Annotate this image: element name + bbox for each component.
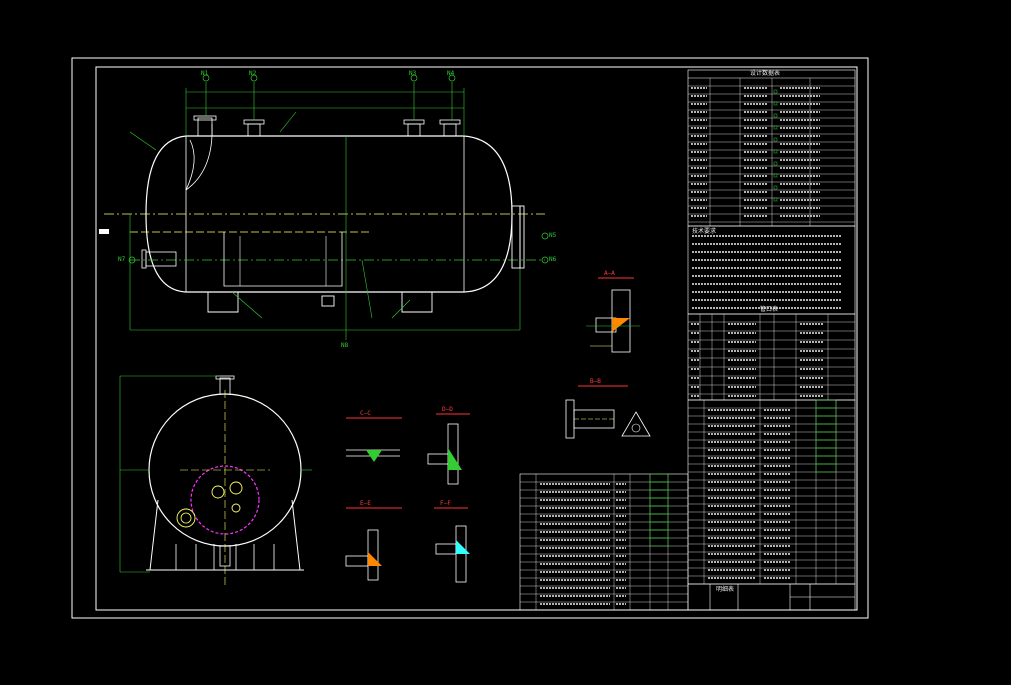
check-cell bbox=[773, 113, 778, 118]
outer-sheet-border bbox=[71, 57, 869, 619]
check-cell bbox=[773, 137, 778, 142]
check-cell bbox=[649, 497, 669, 507]
check-cell bbox=[773, 101, 778, 106]
top-nozzles bbox=[193, 115, 461, 137]
inner-drawing-frame bbox=[95, 66, 858, 611]
drawing-title-block bbox=[687, 583, 856, 611]
check-cell bbox=[649, 521, 669, 531]
detail-2 bbox=[565, 385, 651, 439]
detail-title-1: A—A bbox=[604, 270, 615, 277]
check-cell bbox=[815, 439, 837, 449]
check-cell bbox=[815, 455, 837, 465]
check-cell bbox=[773, 125, 778, 130]
check-cell bbox=[815, 407, 837, 417]
check-cell bbox=[649, 537, 669, 547]
nozzle-tag-n7: N7 bbox=[118, 256, 126, 263]
check-cell bbox=[773, 89, 778, 94]
design-data-table bbox=[687, 69, 856, 227]
nozzle-tag-n1: N1 bbox=[201, 70, 209, 77]
detail-title-5: E—E bbox=[360, 500, 371, 507]
nozzle-tag-n4: N4 bbox=[447, 70, 455, 77]
detail-views bbox=[345, 277, 651, 583]
front-elevation-view bbox=[99, 74, 549, 340]
parts-list-header: 明细表 bbox=[716, 586, 735, 593]
nozzle-tag-n3: N3 bbox=[409, 70, 417, 77]
nozzle-tag-n5: N5 bbox=[549, 232, 557, 239]
detail-title-6: F—F bbox=[440, 500, 451, 507]
detail-3 bbox=[346, 417, 402, 462]
detail-4 bbox=[427, 413, 470, 485]
nozzle-tag-n8: N8 bbox=[341, 342, 349, 349]
check-cell bbox=[773, 149, 778, 154]
right-flange bbox=[511, 205, 521, 269]
parts-list-table bbox=[519, 399, 856, 611]
detail-title-3: C—C bbox=[360, 410, 371, 417]
check-cell bbox=[815, 431, 837, 441]
check-cell bbox=[649, 481, 669, 491]
detail-title-2: B—B bbox=[590, 378, 601, 385]
check-cell bbox=[649, 489, 669, 499]
check-cell bbox=[773, 197, 778, 202]
check-cell bbox=[815, 415, 837, 425]
check-cell bbox=[815, 399, 837, 409]
check-cell bbox=[815, 463, 837, 473]
check-cell bbox=[649, 513, 669, 523]
side-elevation-view bbox=[119, 375, 312, 586]
check-cell bbox=[649, 473, 669, 483]
check-cell bbox=[649, 505, 669, 515]
detail-5 bbox=[345, 507, 402, 581]
saddle-supports bbox=[207, 292, 433, 313]
nozzle-table bbox=[687, 313, 856, 401]
nozzle-table-header: 管口表 bbox=[760, 306, 779, 313]
design-data-header: 设计数据表 bbox=[750, 70, 781, 77]
nozzle-tag-n2: N2 bbox=[249, 70, 257, 77]
check-cell bbox=[815, 447, 837, 457]
nozzle-tag-n6: N6 bbox=[549, 256, 557, 263]
check-cell bbox=[649, 529, 669, 539]
check-cell bbox=[773, 161, 778, 166]
detail-title-4: D—D bbox=[442, 406, 453, 413]
detail-1 bbox=[586, 277, 640, 353]
end-view-manway bbox=[190, 465, 260, 535]
detail-6 bbox=[434, 507, 470, 583]
internal-baffle bbox=[223, 232, 343, 287]
check-cell bbox=[815, 423, 837, 433]
left-nozzle bbox=[145, 251, 177, 267]
technical-notes-header: 技术要求 bbox=[692, 228, 717, 235]
check-cell bbox=[773, 173, 778, 178]
check-cell bbox=[773, 185, 778, 190]
